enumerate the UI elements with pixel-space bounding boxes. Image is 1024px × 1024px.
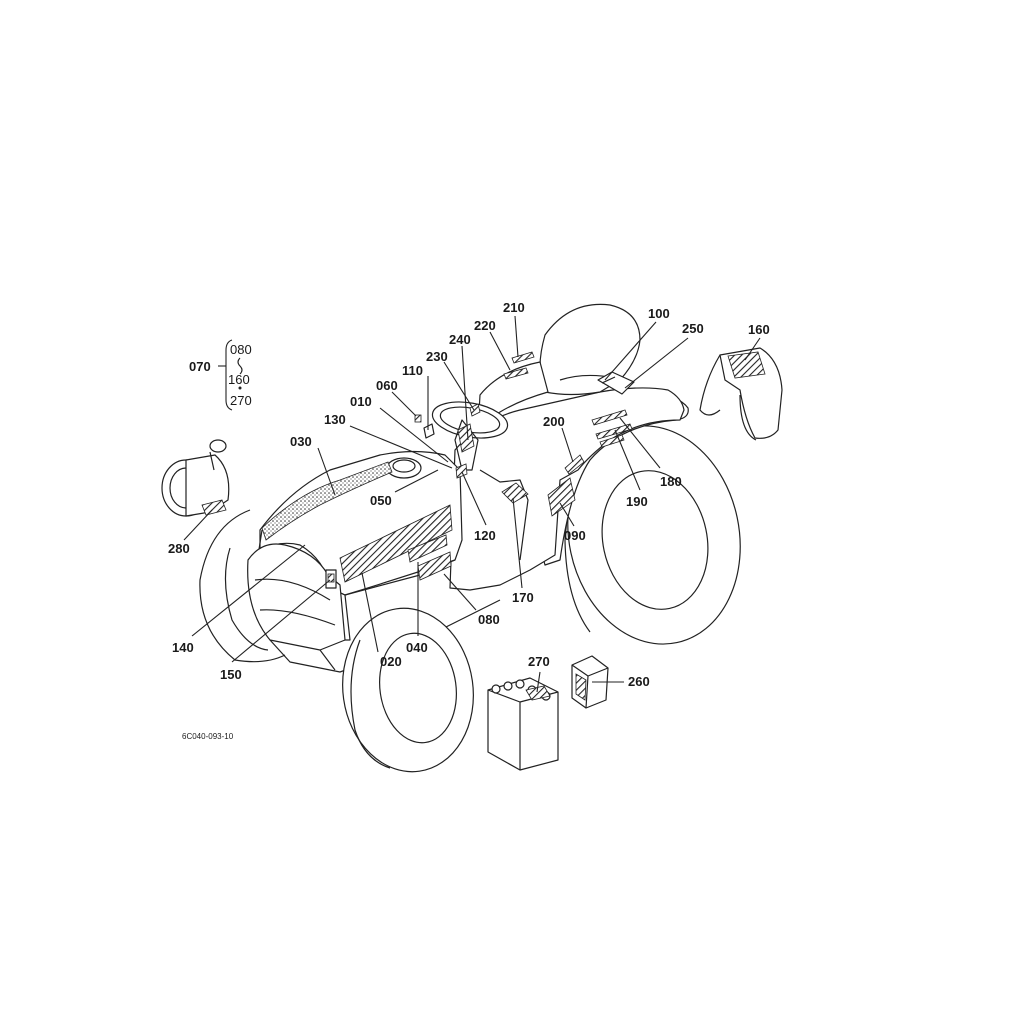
- decal-280: [201, 499, 227, 516]
- label-070-270: 270: [230, 393, 252, 408]
- label-190: 190: [626, 494, 648, 509]
- decal-160: [727, 351, 766, 379]
- decal-040: [407, 534, 448, 563]
- front-wheel-left: [199, 509, 286, 663]
- decal-170: [501, 482, 529, 504]
- label-070-160: 160: [228, 372, 250, 387]
- label-130: 130: [324, 412, 346, 427]
- front-wheel-right: [342, 607, 474, 773]
- label-080: 080: [478, 612, 500, 627]
- label-270: 270: [528, 654, 550, 669]
- fuel-cap: [386, 457, 422, 479]
- decal-240: [457, 423, 475, 453]
- decal-090: [547, 477, 576, 517]
- label-010: 010: [350, 394, 372, 409]
- label-100: 100: [648, 306, 670, 321]
- decal-060: [414, 414, 422, 423]
- label-110: 110: [402, 363, 423, 378]
- label-090: 090: [564, 528, 586, 543]
- label-240: 240: [449, 332, 471, 347]
- decal-020: [339, 504, 453, 583]
- callout-labels: 210 220 240 230 110 060 010 130 030 050 …: [168, 300, 770, 741]
- label-150: 150: [220, 667, 242, 682]
- decal-110: [423, 423, 435, 439]
- label-250: 250: [682, 321, 704, 336]
- rops-cover: [699, 347, 783, 441]
- label-060: 060: [376, 378, 398, 393]
- air-cleaner: [161, 439, 230, 517]
- decal-120: [455, 463, 468, 479]
- decal-190: [595, 423, 633, 440]
- figure-code: 6C040-093-10: [182, 732, 234, 741]
- label-210: 210: [503, 300, 525, 315]
- component-260: [571, 655, 609, 709]
- label-180: 180: [660, 474, 682, 489]
- decal-210: [511, 351, 535, 364]
- label-020: 020: [380, 654, 402, 669]
- decal-200: [564, 454, 585, 475]
- label-120: 120: [474, 528, 496, 543]
- decal-030: [261, 461, 393, 541]
- decal-260: [575, 673, 587, 701]
- battery: [487, 677, 559, 771]
- front-grille: [247, 543, 346, 651]
- leader-lines: [183, 315, 761, 693]
- label-030: 030: [290, 434, 312, 449]
- label-220: 220: [474, 318, 496, 333]
- label-050: 050: [370, 493, 392, 508]
- decal-150: [327, 573, 335, 583]
- tractor-drawing: [199, 303, 741, 773]
- label-140: 140: [172, 640, 194, 655]
- label-040: 040: [406, 640, 428, 655]
- label-260: 260: [628, 674, 650, 689]
- label-200: 200: [543, 414, 565, 429]
- platform-deck: [449, 387, 685, 591]
- decal-180: [591, 409, 628, 426]
- decal-220: [503, 367, 529, 380]
- decal-080: [417, 551, 452, 581]
- label-170: 170: [512, 590, 534, 605]
- decals: [261, 351, 635, 583]
- label-280: 280: [168, 541, 190, 556]
- label-160: 160: [748, 322, 770, 337]
- label-230: 230: [426, 349, 448, 364]
- label-070: 070: [189, 359, 211, 374]
- label-070-080: 080: [230, 342, 252, 357]
